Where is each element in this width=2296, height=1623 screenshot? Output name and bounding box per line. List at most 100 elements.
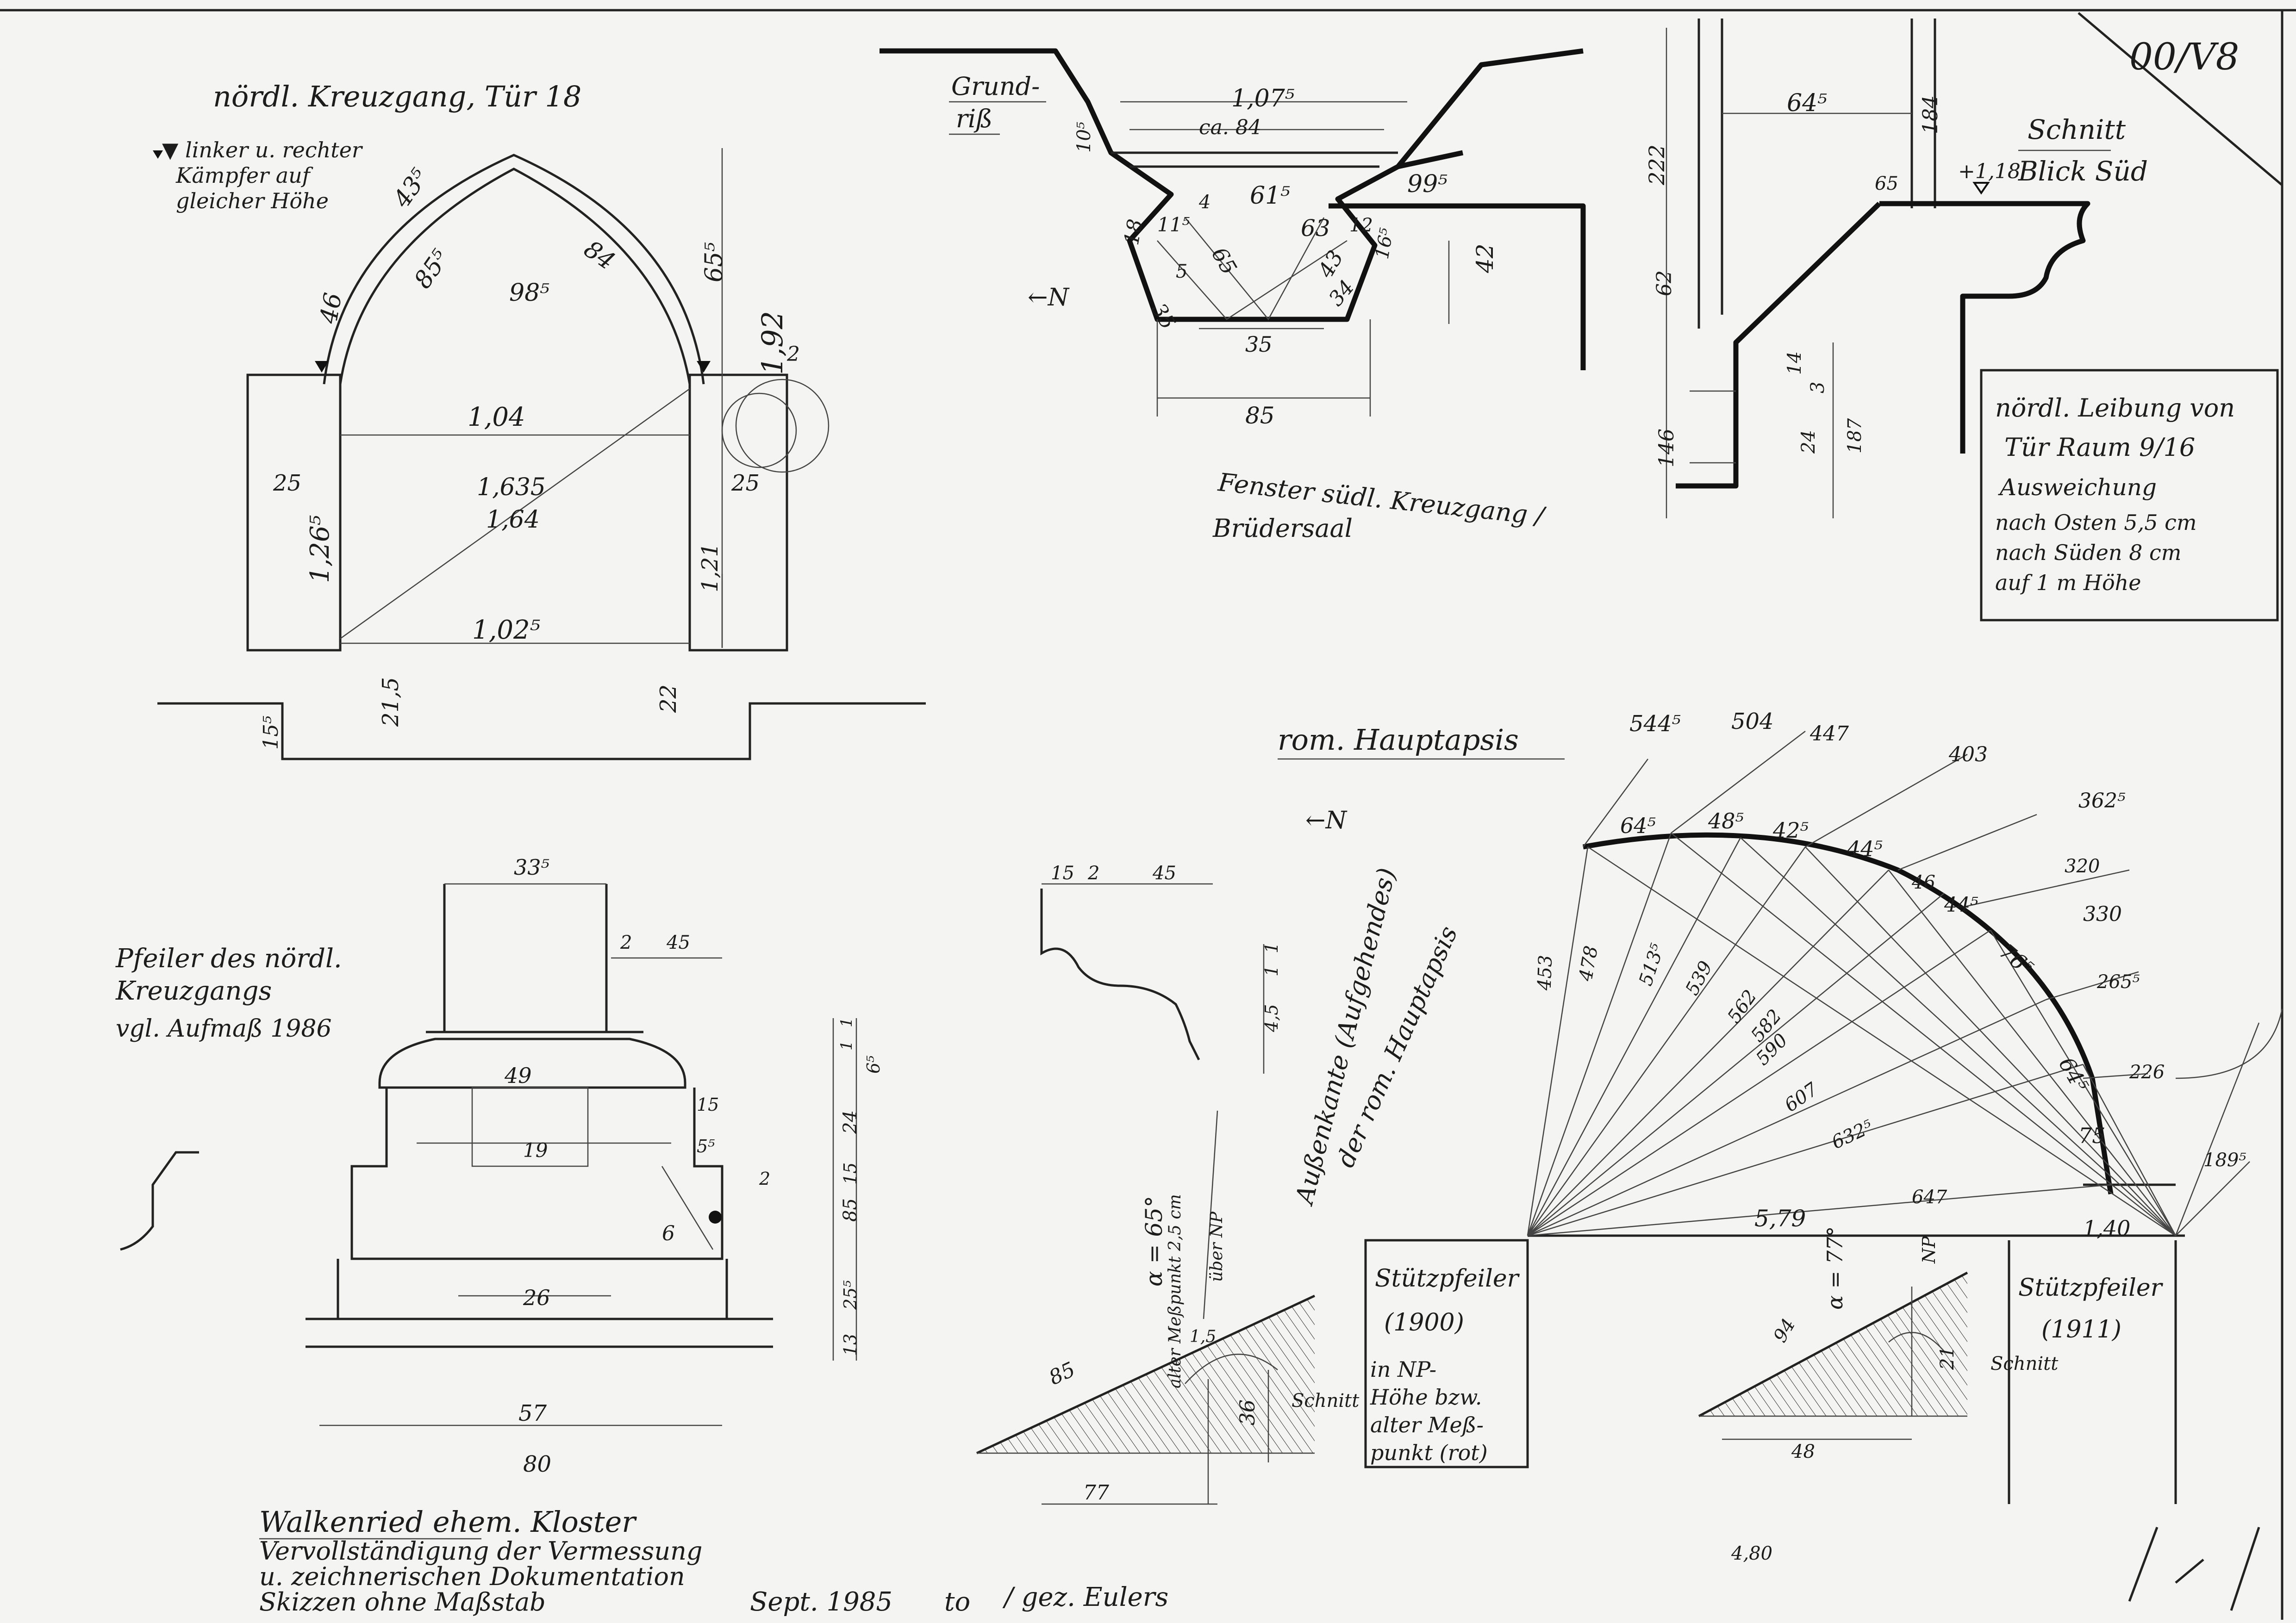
window-caption-2: Brüdersaal — [1212, 514, 1353, 543]
sec-dim-3: 3 — [1807, 382, 1828, 393]
dim-1-26-5: 1,26⁵ — [305, 515, 335, 583]
sec-dim-146: 146 — [1655, 429, 1678, 467]
apse-top-3: 447 — [1809, 722, 1849, 746]
pier1911-np: NP — [1919, 1236, 1939, 1264]
pillar-dim-15: 15 — [697, 1094, 719, 1115]
pillar-dim-2b: 2 — [759, 1169, 770, 1189]
pillar-dim-49: 49 — [504, 1063, 532, 1088]
section-level: +1,18 — [1958, 160, 2021, 183]
dim-65-5: 65⁵ — [700, 242, 728, 282]
window-north-arrow: ←N — [1028, 284, 1070, 311]
pier1911-schnitt: Schnitt — [1990, 1353, 2059, 1374]
apse-right-1: 362⁵ — [2078, 789, 2126, 813]
apse-ray-10: 647 — [1912, 1187, 1947, 1208]
pillar-dim-25-5: 25⁵ — [840, 1280, 861, 1310]
win-dim-4: 4 — [1198, 192, 1210, 213]
dim-25-right: 25 — [731, 470, 760, 496]
pillar-dim-80: 80 — [523, 1451, 551, 1477]
win-dim-99-5: 99⁵ — [1407, 170, 1447, 198]
footer-line-4: Skizzen ohne Maßstab — [259, 1587, 546, 1617]
buttress-1900: Stützpfeiler (1900) in NP- Höhe bzw. alt… — [976, 863, 1529, 1505]
pier1900-line-3: in NP- — [1370, 1357, 1436, 1382]
pillar-profile-sketch — [120, 1151, 199, 1251]
win-dim-61-5: 61⁵ — [1250, 182, 1290, 210]
pillar-dim-19: 19 — [523, 1139, 548, 1162]
pier1900-dim-45: 45 — [1152, 863, 1176, 884]
note-line-1: nördl. Leibung von — [1995, 393, 2235, 423]
pier1900-dim-36: 36 — [1236, 1399, 1260, 1425]
dim-46: 46 — [315, 291, 348, 326]
pier1900-dim-1-5: 1,5 — [1190, 1327, 1216, 1346]
win-dim-16-5: 16⁵ — [1372, 226, 1398, 261]
apse-right-6: 189⁵ — [2203, 1150, 2246, 1171]
apse-ray-9: 632⁵ — [1828, 1116, 1876, 1154]
win-dim-65: 65 — [1207, 243, 1242, 279]
apse-seg-5: 46 — [1911, 872, 1935, 893]
pillar-title-3: vgl. Aufmaß 1986 — [116, 1015, 332, 1043]
pillar-capital — [378, 1038, 686, 1089]
pier1900-mp-2: über NP — [1207, 1211, 1226, 1282]
footer-line-2: Vervollständigung der Vermessung — [259, 1536, 702, 1566]
pier1900-line-4: Höhe bzw. — [1370, 1385, 1482, 1410]
pillar-dim-26: 26 — [523, 1285, 550, 1310]
sec-dim-62: 62 — [1653, 270, 1676, 296]
apse-north-arrow: ←N — [1305, 807, 1348, 834]
section-title-1: Schnitt — [2028, 114, 2126, 145]
door18-note-2: Kämpfer auf — [175, 163, 313, 188]
footer-initials: to — [944, 1587, 970, 1617]
pillar-dim-1b: 1 — [837, 1017, 856, 1027]
apse-base-1: 5,79 — [1754, 1205, 1806, 1232]
pillar-title-2: Kreuzgangs — [115, 976, 272, 1006]
dim-85-5: 85⁵ — [409, 245, 455, 294]
door18-inner-arch — [339, 168, 691, 385]
pier1900-dim-4-5: 4,5 — [1261, 1004, 1282, 1032]
pillar-dim-15b: 15 — [840, 1163, 861, 1185]
dim-1-635: 1,635 — [477, 473, 546, 501]
dim-98-5: 98⁵ — [509, 279, 549, 307]
apse-right-2: 320 — [2065, 856, 2100, 877]
section-title-2: Blick Süd — [2018, 155, 2148, 187]
note-line-2: Tür Raum 9/16 — [2004, 433, 2195, 462]
apse-right-4: 265⁵ — [2096, 971, 2140, 993]
win-dim-1-07-5: 1,07⁵ — [1231, 85, 1295, 112]
apse-seg-2: 48⁵ — [1708, 808, 1744, 833]
cloister-pillar-elevation: Pfeiler des nördl. Kreuzgangs vgl. Aufma… — [115, 855, 884, 1477]
apse-ray-5: 562 — [1723, 986, 1761, 1027]
note-line-6: auf 1 m Höhe — [1995, 570, 2141, 595]
pier1900-dim-85: 85 — [1045, 1357, 1079, 1390]
pier1900-alpha: α = 65° — [1141, 1196, 1167, 1287]
door18-note-1: ▼ linker u. rechter — [162, 137, 363, 162]
win-dim-10-5: 10⁵ — [1073, 122, 1095, 153]
pillar-dim-2: 2 — [620, 932, 632, 953]
win-dim-18: 18 — [1120, 217, 1148, 247]
sec-dim-222: 222 — [1644, 144, 1669, 186]
win-dim-43: 43 — [1313, 246, 1348, 282]
apse-top-1: 544⁵ — [1629, 711, 1681, 737]
pier1911-dim-94: 94 — [1769, 1315, 1799, 1346]
pillar-dim-6: 6 — [662, 1222, 675, 1245]
pillar-dim-24: 24 — [840, 1110, 861, 1134]
pillar-dim-6-5: 6⁵ — [863, 1056, 884, 1074]
dim-1-21: 1,21 — [697, 543, 723, 592]
sheet-number: 00/V8 — [2129, 35, 2239, 78]
pillar-dim-13: 13 — [840, 1334, 861, 1356]
apse-top-2: 504 — [1731, 709, 1774, 734]
win-dim-63: 63 — [1301, 215, 1330, 242]
pier1900-dim-77: 77 — [1083, 1481, 1109, 1505]
note-line-4: nach Osten 5,5 cm — [1995, 510, 2197, 535]
footer-date: Sept. 1985 — [750, 1587, 892, 1617]
pier1911-dim-48: 48 — [1791, 1441, 1815, 1462]
pillar-dim-57: 57 — [518, 1400, 547, 1426]
apse-seg-9: 75 — [2078, 1123, 2106, 1148]
pillar-dim-45: 45 — [666, 932, 690, 953]
buttress-1911: Stützpfeiler (1911) Schnitt α = 77° NP 9… — [1698, 1226, 2177, 1504]
footer-line-3: u. zeichnerischen Dokumentation — [259, 1562, 685, 1591]
dim-21-5: 21,5 — [378, 677, 404, 727]
door18-note-3: gleicher Höhe — [176, 188, 329, 213]
window-tag-1: Grund- — [951, 72, 1040, 101]
pier1900-title-2: (1900) — [1384, 1309, 1464, 1337]
pier1911-alpha: α = 77° — [1822, 1226, 1847, 1310]
window-floor-plan: Grund- riß 1,07⁵ ca. 84 10⁵ 61⁵ 99⁵ 18 1… — [880, 48, 1586, 543]
door-18-elevation: nördl. Kreuzgang, Tür 18 ▼ linker u. rec… — [153, 80, 926, 760]
